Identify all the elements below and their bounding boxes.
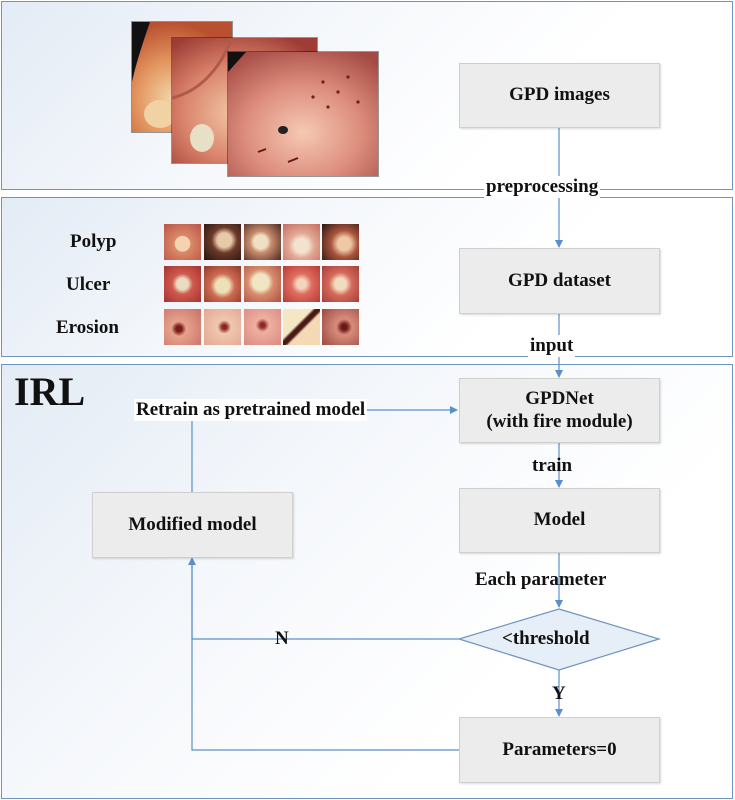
arrow-modified-to-gpdnet xyxy=(191,406,458,492)
yes-label: Y xyxy=(552,683,566,704)
polyp-thumbnail xyxy=(244,224,281,260)
parameters-zero-box: Parameters=0 xyxy=(459,717,660,783)
category-polyp: Polyp xyxy=(70,231,117,252)
ulcer-thumbnail xyxy=(322,266,359,302)
erosion-thumbnail xyxy=(322,309,359,345)
ulcer-thumbnail xyxy=(204,266,241,302)
polyp-thumbnail xyxy=(164,224,201,260)
polyp-thumbnail xyxy=(322,224,359,260)
model-label: Model xyxy=(533,509,586,531)
erosion-thumbnail xyxy=(164,309,201,345)
gpdnet-box: GPDNet (with fire module) xyxy=(459,378,660,443)
model-box: Model xyxy=(459,488,660,553)
threshold-label: <threshold xyxy=(502,628,590,649)
gpd-images-label: GPD images xyxy=(509,84,610,106)
erosion-thumbnail xyxy=(283,309,320,345)
arrow-parameters-to-modified xyxy=(191,558,459,751)
preprocessing-label: preprocessing xyxy=(484,176,601,198)
polyp-thumbnail xyxy=(283,224,320,260)
gpd-dataset-label: GPD dataset xyxy=(508,269,611,291)
irl-title: IRL xyxy=(14,369,86,414)
no-label: N xyxy=(275,628,289,649)
category-ulcer: Ulcer xyxy=(66,274,111,295)
erosion-thumbnail xyxy=(204,309,241,345)
threshold-diamond xyxy=(456,608,662,671)
gpdnet-sublabel: (with fire module) xyxy=(486,410,633,432)
category-erosion: Erosion xyxy=(56,317,120,338)
erosion-thumbnail xyxy=(244,309,281,345)
arrow-threshold-no-to-modified xyxy=(188,557,459,640)
gpdnet-label: GPDNet xyxy=(525,387,594,409)
ulcer-thumbnail xyxy=(164,266,201,302)
input-label: input xyxy=(528,335,576,357)
each-parameter-label: Each parameter xyxy=(475,569,607,590)
retrain-label: Retrain as pretrained model xyxy=(134,399,368,421)
ulcer-thumbnail xyxy=(283,266,320,302)
endoscopy-photo-3 xyxy=(228,52,378,176)
ulcer-thumbnail xyxy=(244,266,281,302)
gpd-dataset-box: GPD dataset xyxy=(459,248,660,314)
modified-model-label: Modified model xyxy=(128,513,257,535)
train-label: train xyxy=(532,455,573,476)
parameters-zero-label: Parameters=0 xyxy=(502,738,617,760)
polyp-thumbnail xyxy=(204,224,241,260)
modified-model-box: Modified model xyxy=(92,492,293,558)
gpd-images-box: GPD images xyxy=(459,63,660,128)
